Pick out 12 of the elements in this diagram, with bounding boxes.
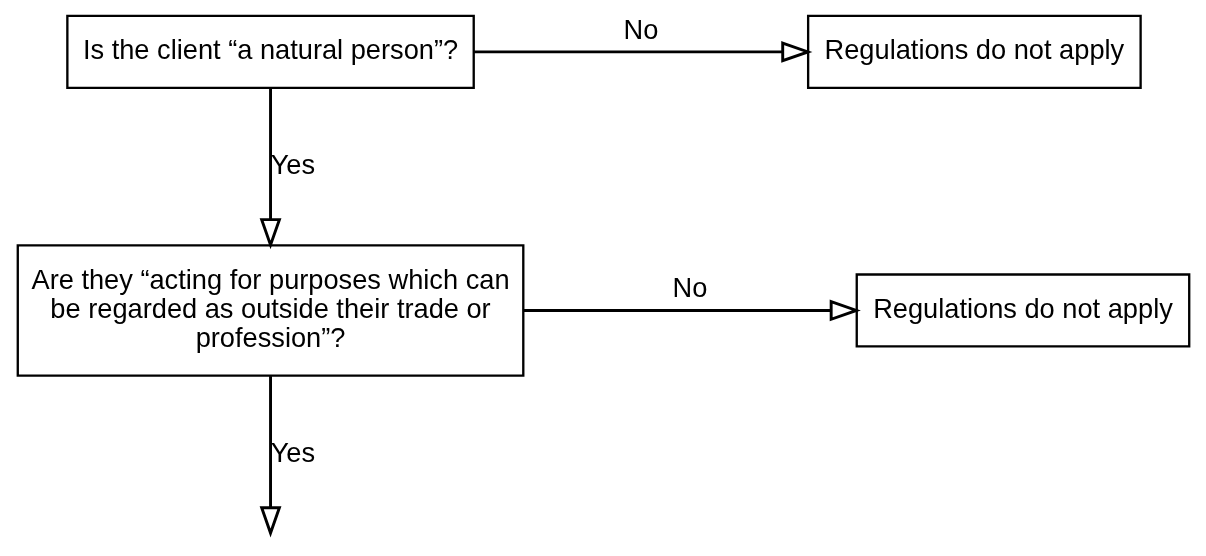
arrow — [259, 376, 281, 538]
edge-label: No — [672, 272, 707, 304]
arrow — [523, 299, 861, 322]
edge-label: No — [623, 13, 658, 45]
edge-label: Yes — [270, 148, 315, 180]
node-box: Are they “acting for purposes which can be regarded as outside their trade or profession”? — [16, 244, 524, 377]
arrow — [259, 88, 281, 250]
edge-label: Yes — [270, 436, 315, 468]
node-box: Is the client “a natural person”? — [65, 14, 475, 89]
node-box: Regulations do not apply — [855, 273, 1190, 348]
node-box: Regulations do not apply — [806, 14, 1142, 89]
arrow — [473, 40, 812, 63]
